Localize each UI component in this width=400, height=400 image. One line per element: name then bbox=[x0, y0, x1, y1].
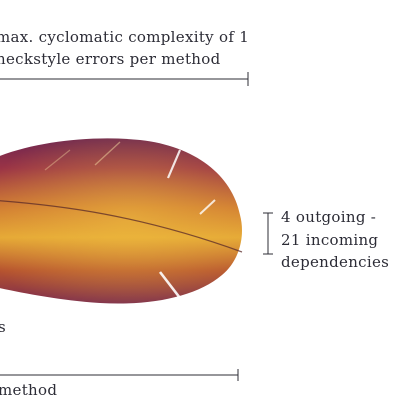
bottom-left-annotation: s bbox=[0, 318, 6, 336]
top-measure-line bbox=[0, 72, 249, 86]
feather-icon bbox=[0, 138, 243, 304]
bottom-measure-line bbox=[0, 369, 239, 381]
right-annotation-line-1: 4 outgoing - bbox=[281, 208, 377, 226]
top-annotation-line-2: heckstyle errors per method bbox=[0, 50, 221, 68]
top-annotation-line-1: max. cyclomatic complexity of 1 bbox=[0, 28, 250, 46]
right-annotation-line-3: dependencies bbox=[281, 253, 390, 271]
right-annotation-line-2: 21 incoming bbox=[281, 231, 379, 249]
bottom-annotation: method bbox=[0, 381, 58, 399]
right-measure-bracket bbox=[263, 212, 273, 255]
